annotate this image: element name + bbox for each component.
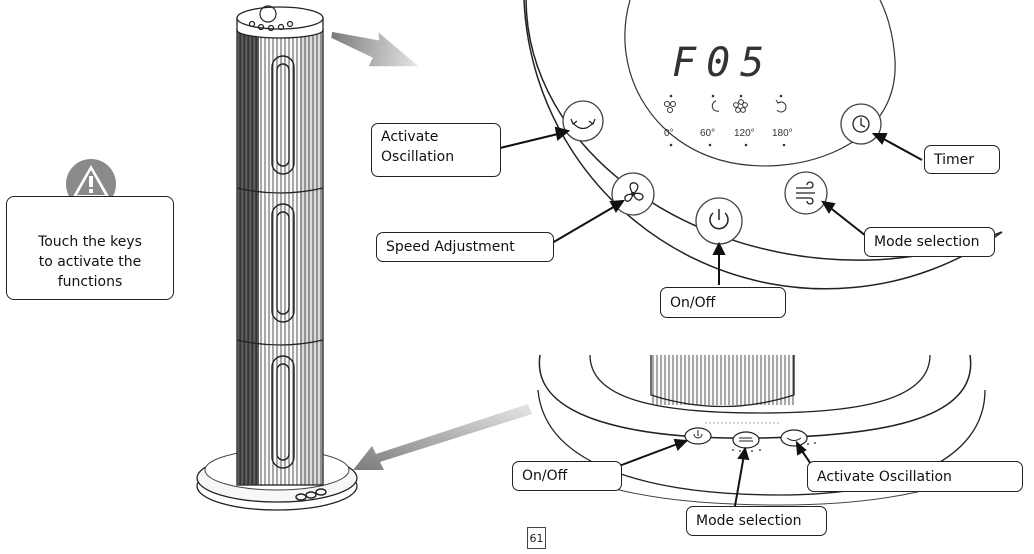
- callout-base-on-off: On/Off: [512, 461, 622, 491]
- warning-box: [6, 196, 174, 300]
- power-button[interactable]: [695, 197, 743, 245]
- flower-natural-icon: [733, 99, 748, 113]
- fan-speed-icon: [624, 182, 644, 202]
- angle-label-0: 0°: [664, 128, 674, 139]
- callout-mode-selection: Mode selection: [864, 227, 995, 257]
- angle-label-120: 120°: [734, 128, 755, 139]
- moon-sleep-icon: [711, 100, 720, 112]
- callout-activate-oscillation: Activate Oscillation: [371, 123, 501, 177]
- callout-base-mode-selection: Mode selection: [686, 506, 827, 536]
- callout-on-off: On/Off: [660, 287, 786, 318]
- mode-button[interactable]: [784, 171, 828, 215]
- base-oscillation-button[interactable]: [780, 429, 808, 447]
- rotate-icon: [775, 99, 787, 113]
- callout-timer: Timer: [924, 145, 1000, 174]
- base-mode-button[interactable]: [732, 431, 760, 449]
- clock-icon: [852, 115, 870, 133]
- base-power-button[interactable]: [684, 427, 712, 445]
- pointer-arrow-bottom: [353, 404, 532, 470]
- oscillation-icon: [572, 122, 594, 130]
- oscillation-button[interactable]: [562, 100, 604, 142]
- lcd-readout: F05: [672, 40, 775, 86]
- page-number: 61: [527, 527, 546, 549]
- angle-label-60: 60°: [700, 128, 716, 139]
- warning-text: Touch the keys to activate the functions: [38, 234, 142, 290]
- callout-arrows: [499, 126, 923, 507]
- timer-button[interactable]: [840, 103, 882, 145]
- pointer-arrow-top: [331, 31, 419, 67]
- tower-fan: [196, 5, 358, 511]
- callout-speed-adjustment: Speed Adjustment: [376, 232, 554, 262]
- indicator-dots: [669, 94, 786, 147]
- wind-icon: [796, 181, 815, 205]
- power-icon: [709, 209, 729, 230]
- base-buttons: [295, 488, 327, 501]
- callout-base-activate-oscillation: Activate Oscillation: [807, 461, 1023, 492]
- fan-normal-icon: [664, 101, 676, 113]
- angle-label-180: 180°: [772, 128, 793, 139]
- speed-button[interactable]: [611, 172, 655, 216]
